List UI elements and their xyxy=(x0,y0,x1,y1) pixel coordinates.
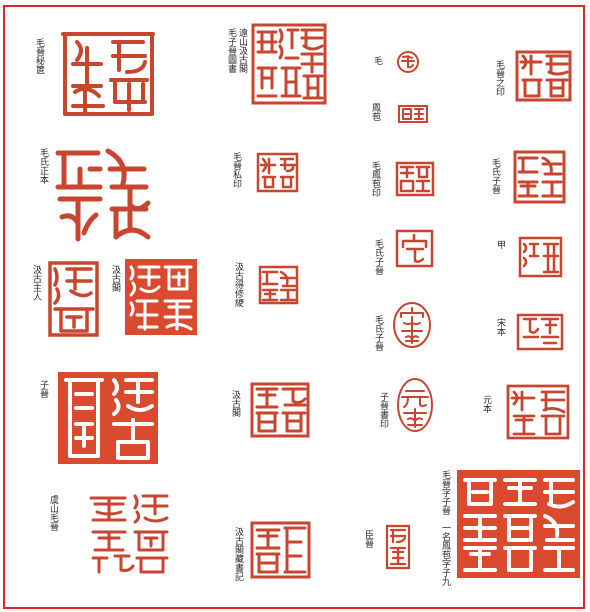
caption-yi-ming-feng-bao: 一名鳳苞字子九 xyxy=(440,523,450,586)
caption-zi-jin-shu-yin: 汲古閣 xyxy=(230,390,240,417)
seal-yuan-ben xyxy=(396,377,434,433)
caption-song-ben: 毛氏子晉 xyxy=(373,315,383,351)
seal-zi-jin xyxy=(516,313,564,351)
seal-ji-gu-ge-cang-shu-ji xyxy=(85,490,172,577)
seal-chen-jin xyxy=(249,520,312,580)
seal-ji-gu-zhu-ren xyxy=(518,236,563,278)
caption-mao-jin-si-yin: 毛晉私印 xyxy=(231,152,241,188)
caption-ji-gu-ge-cang-shu-ji: 虞山毛晉 xyxy=(48,495,58,531)
seal-ji-gu-de-xiu-geng xyxy=(125,259,197,335)
caption-ji-gu-ge-1: 汲古主人 xyxy=(31,265,41,301)
caption-mao: 毛 xyxy=(372,56,382,65)
caption-mao-zi-jin-tu-shu: 毛子晉圖書 xyxy=(226,28,236,73)
seal-mao-zi-jin-tu-shu xyxy=(250,22,328,106)
seal-mao-shi-zheng-ben xyxy=(52,143,156,243)
caption-jia: 毛氏子晉 xyxy=(373,239,383,275)
seal-mao-jin-zi-zi-jin-large xyxy=(457,470,580,578)
caption-mao-jin: 臣晉 xyxy=(363,530,373,548)
seal-mao-jin-mi-qie xyxy=(57,26,160,123)
seal-feng-bao xyxy=(397,104,429,124)
seal-zi-jin-shu-yin xyxy=(249,381,311,439)
seal-ji-gu-ge-small xyxy=(47,259,100,339)
seal-mao-feng-bao-yin xyxy=(395,161,435,197)
seal-mao-jin xyxy=(385,524,411,570)
seal-song-ben xyxy=(392,301,432,349)
caption-mao-shi-zi-jin-2: 毛氏子晉 xyxy=(490,158,500,194)
caption-zi-jin: 宋本 xyxy=(495,318,505,336)
caption-mao-feng-bao-yin: 毛鳳苞印 xyxy=(370,161,380,197)
caption-yu-shan-mao-jin: 元本 xyxy=(481,395,491,413)
seal-mao-shi-zi-jin xyxy=(513,150,566,204)
seal-yu-shan-mao-jin xyxy=(506,384,570,440)
seal-mao-jin-zhi-yin xyxy=(515,50,572,102)
seal-mao-round xyxy=(396,50,420,74)
caption-mao-jin-mi-qie: 毛晉秘篋 xyxy=(34,38,44,74)
caption-yuan-shan-ji-gu-ge: 遠山汲古閣 xyxy=(237,28,247,73)
caption-mao-jin-zi-zi-jin: 毛晉字子晉 xyxy=(440,470,450,515)
caption-ji-gu-de-xiu-geng: 汲古閣 xyxy=(110,265,120,292)
caption-feng-bao: 鳳苞 xyxy=(370,103,380,121)
seal-mao-shi-zi-jin-small xyxy=(257,264,300,306)
caption-mao-shi-zi-jin-1: 汲古得修綆 xyxy=(233,262,243,307)
caption-ji-gu-zhu-ren: 甲 xyxy=(495,240,505,249)
red-frame-border xyxy=(3,5,585,609)
seal-mao-jin-si-yin xyxy=(255,151,300,194)
seal-jia xyxy=(395,229,434,268)
caption-ji-gu-ge-2: 子晉 xyxy=(38,380,48,398)
caption-yuan-ben: 子晉書印 xyxy=(378,392,388,428)
caption-mao-jin-zhi-yin: 毛晉之印 xyxy=(494,60,504,96)
caption-mao-shi-zheng-ben: 毛氏正本 xyxy=(38,148,48,184)
seal-ji-gu-ge-large xyxy=(58,372,158,464)
caption-chen-jin: 汲古閣藏書記 xyxy=(233,527,243,581)
